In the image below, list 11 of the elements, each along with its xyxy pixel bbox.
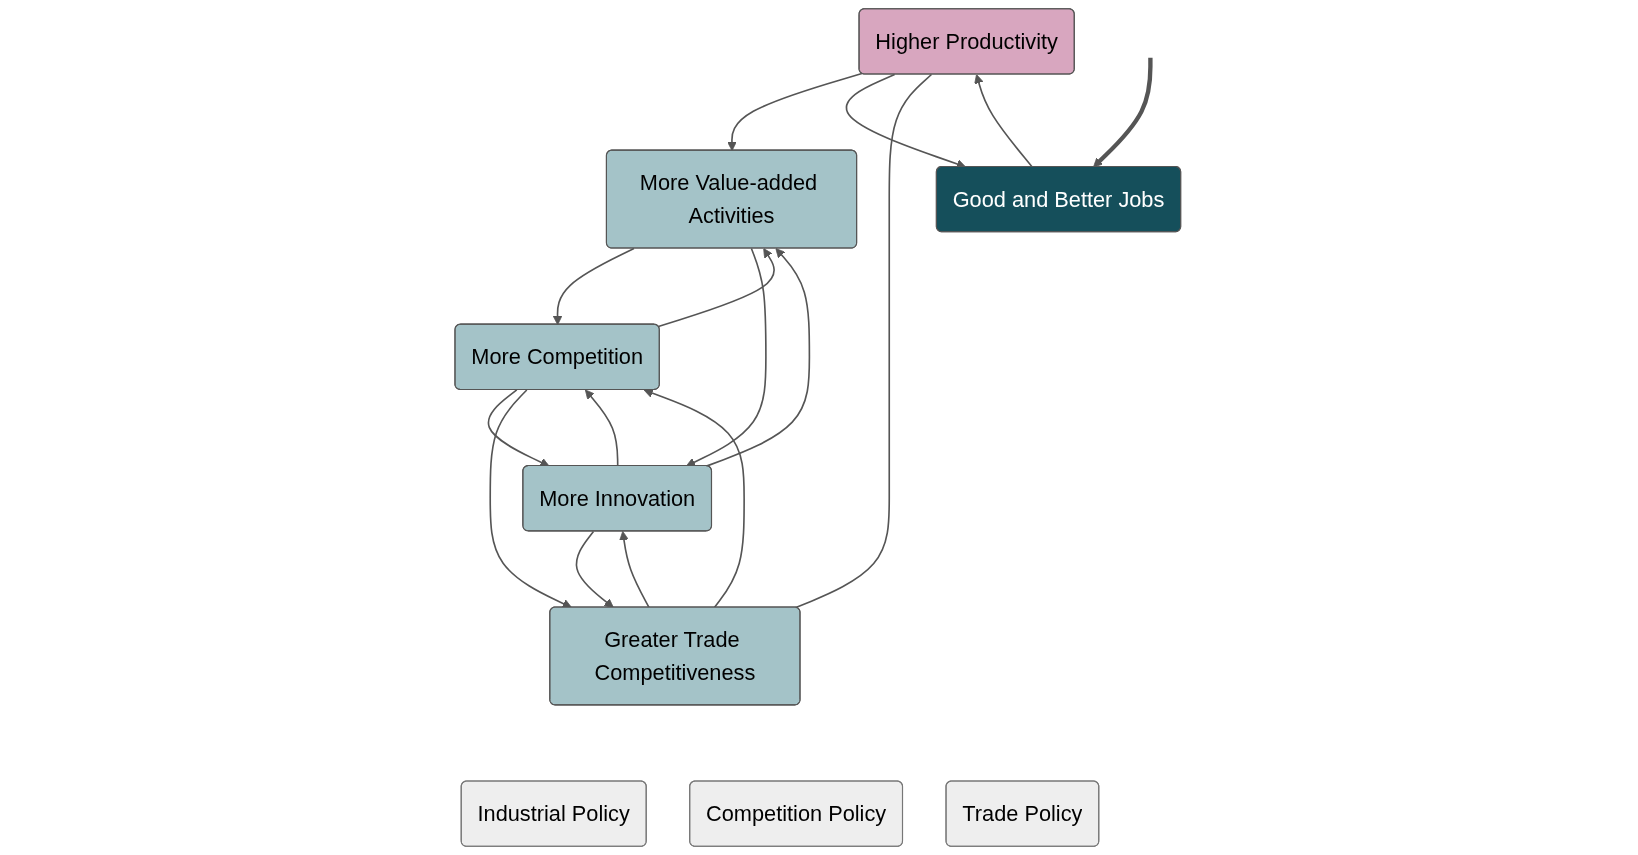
arrow bbox=[727, 72, 863, 152]
arrow bbox=[685, 247, 767, 467]
arrow bbox=[705, 248, 811, 467]
arrow bbox=[1093, 57, 1153, 168]
arrow bbox=[974, 74, 1034, 168]
arrow bbox=[552, 247, 635, 326]
connector bbox=[795, 73, 933, 609]
arrow bbox=[575, 530, 614, 608]
arrow bbox=[657, 248, 775, 328]
arrow bbox=[487, 389, 550, 467]
arrow bbox=[584, 389, 619, 467]
